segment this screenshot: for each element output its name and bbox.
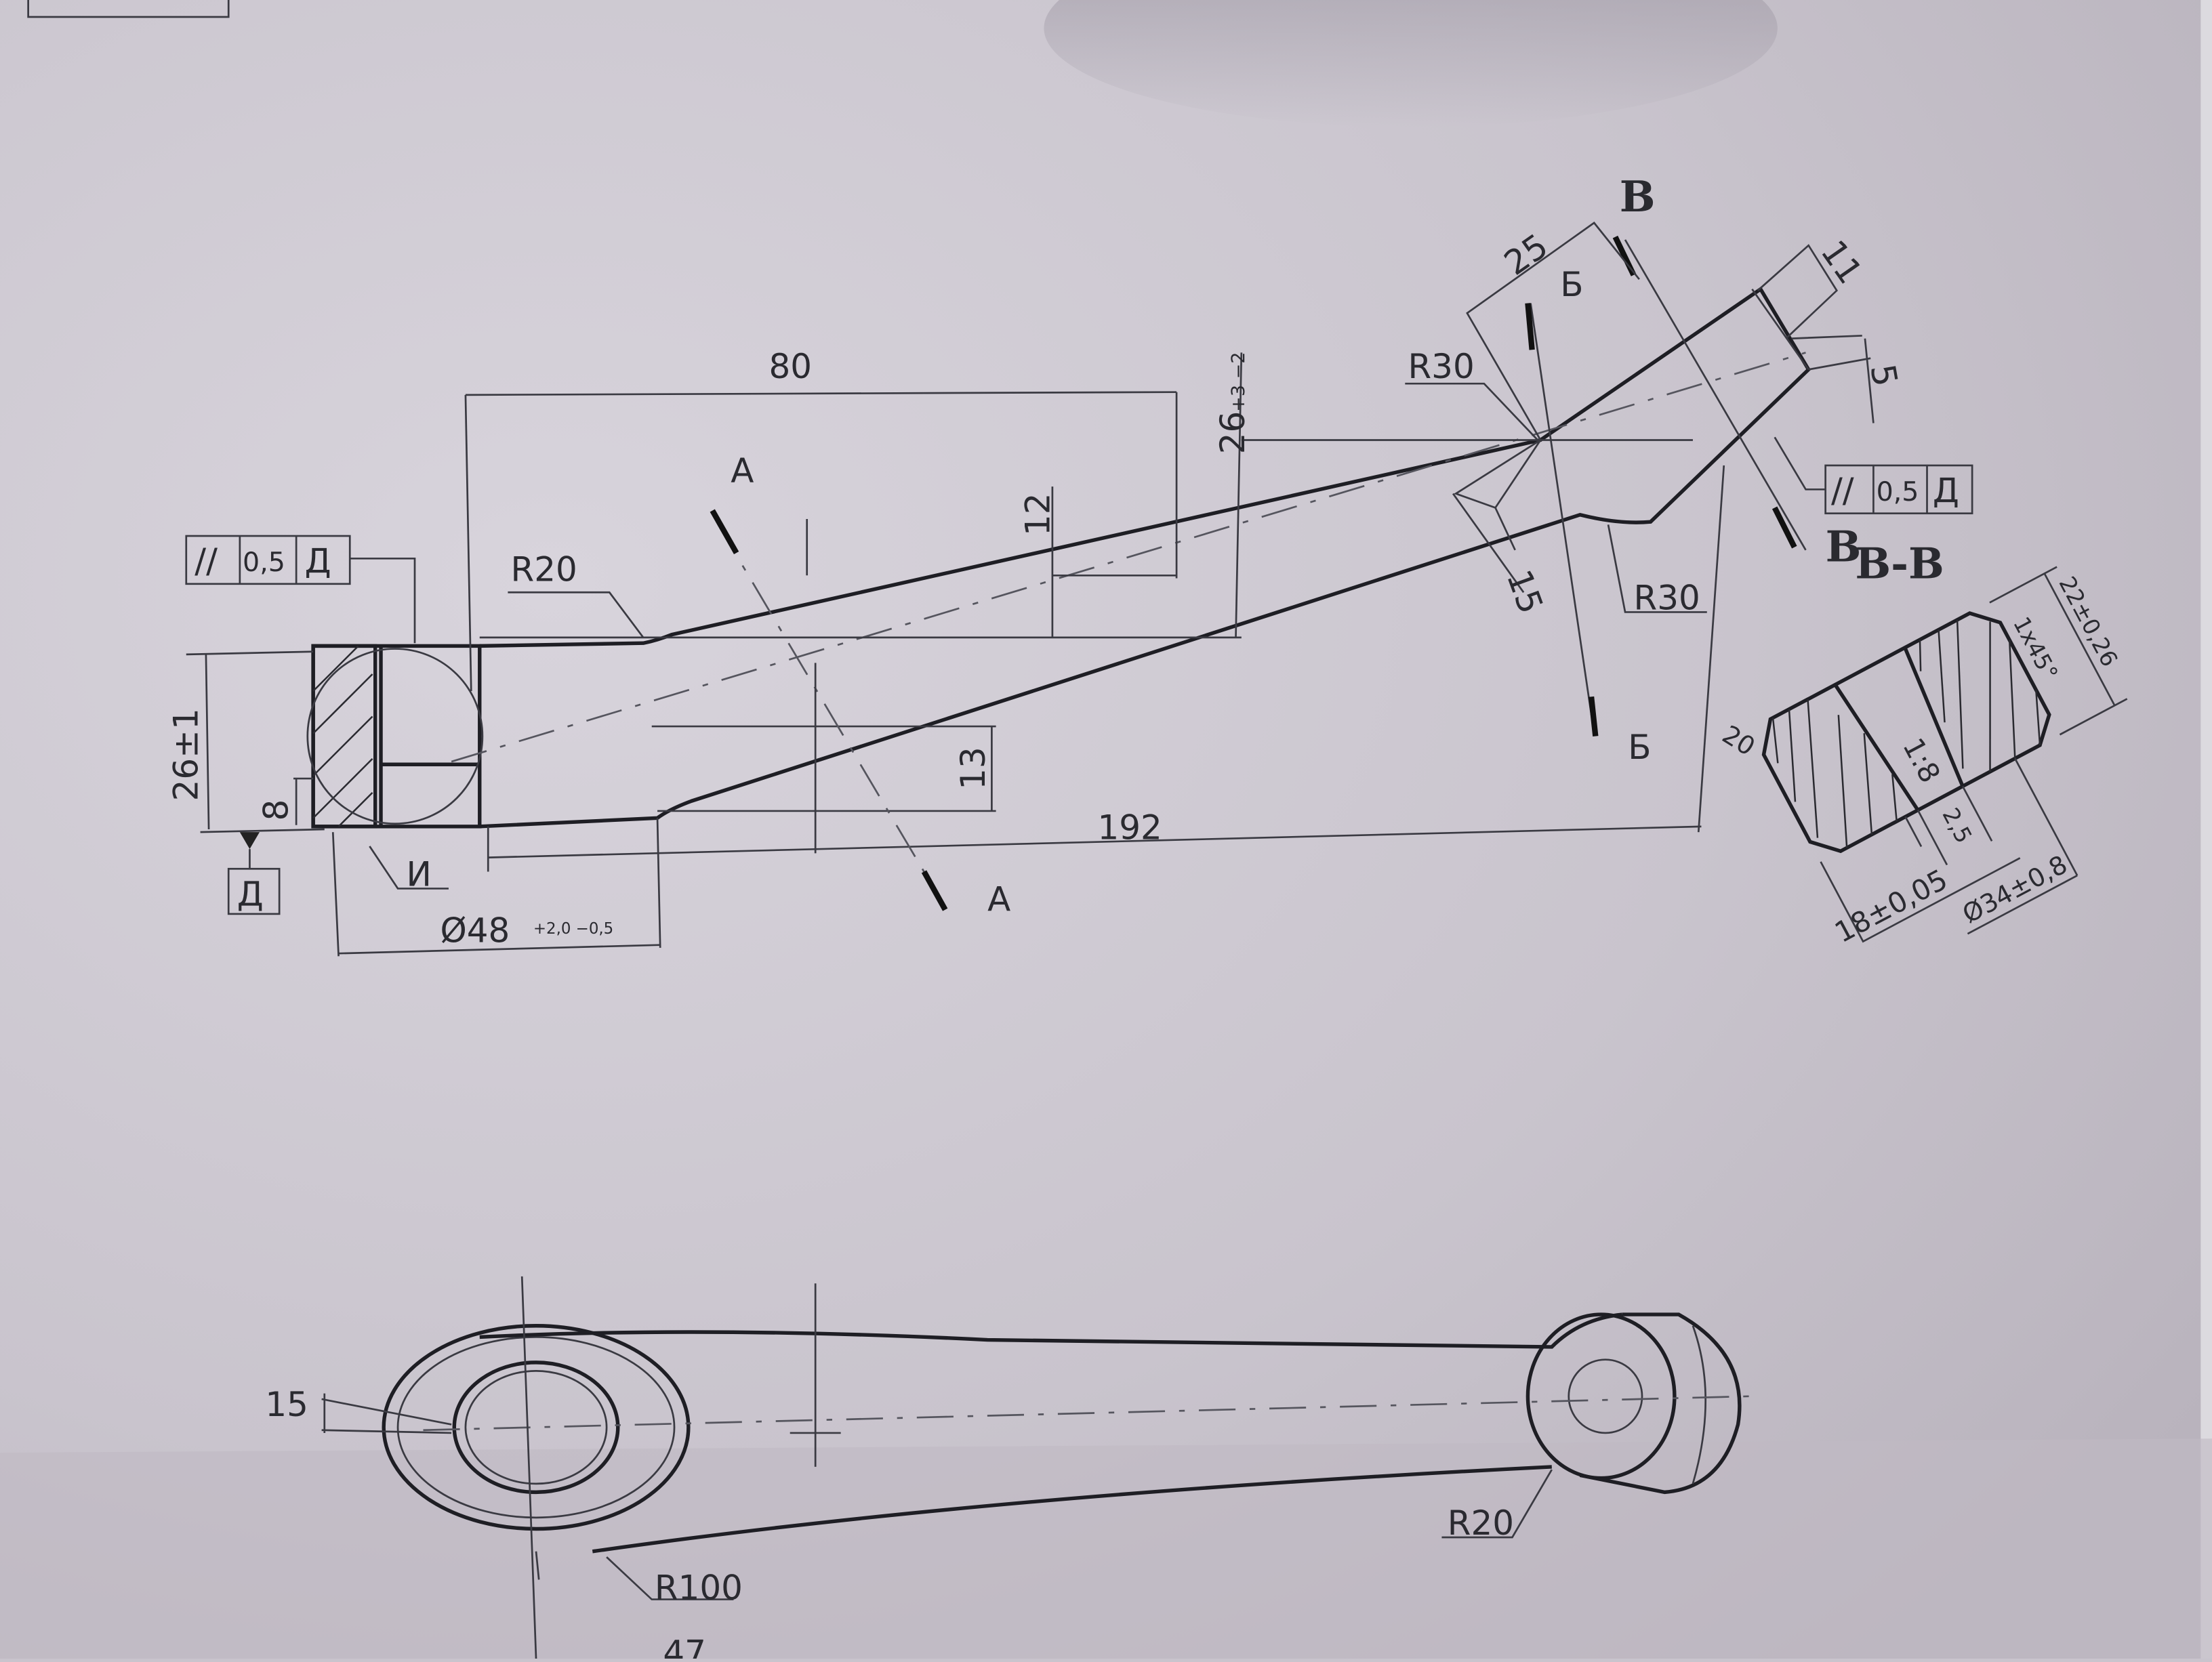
radius-r20: R20 <box>511 550 577 589</box>
main-view: 80 26 +3 −2 12 13 192 26±1 8 Ø48 +2,0 −0… <box>166 171 1973 957</box>
section-v-bottom: В <box>1826 521 1862 571</box>
svg-text://: // <box>1831 471 1854 510</box>
dim-26-pm-1: 26±1 <box>166 708 205 801</box>
dim-26: 26 <box>1213 411 1252 455</box>
tolerance-frame-right: // 0,5 Д <box>1774 436 1973 515</box>
dim-47: 47 <box>663 1633 706 1659</box>
dim-80: 80 <box>769 347 812 386</box>
shadow <box>1044 0 1778 127</box>
lever-outline <box>479 286 1811 829</box>
section-hatching <box>312 645 373 827</box>
title-block-corner <box>27 0 230 18</box>
dim-26-tolerance: +3 −2 <box>1228 352 1249 411</box>
dim-d48: Ø48 <box>440 911 510 951</box>
detail-circle-i <box>306 648 484 825</box>
dim-8: 8 <box>257 799 296 821</box>
radius-r100: R100 <box>655 1568 743 1608</box>
dim-13: 13 <box>954 747 993 790</box>
radius-r30-top: R30 <box>1408 347 1474 386</box>
detail-label-i: И <box>407 854 432 894</box>
svg-text:Д: Д <box>305 541 331 581</box>
svg-text://: // <box>194 541 218 581</box>
svg-text:0,5: 0,5 <box>1877 476 1919 507</box>
dim-d48-tolerance: +2,0 −0,5 <box>533 920 613 938</box>
plan-view: 15 R100 R20 47 <box>265 1276 1750 1662</box>
section-v-top: В <box>1620 171 1656 222</box>
section-vv-title: В-В <box>1855 538 1944 588</box>
tolerance-frame-left: // 0,5 Д <box>185 535 416 644</box>
dim-line-80 <box>465 391 1177 396</box>
section-b-top: Б <box>1560 265 1583 304</box>
svg-text:0,5: 0,5 <box>243 547 285 578</box>
section-vv-outline <box>1761 611 2051 854</box>
dim-12: 12 <box>1019 493 1058 536</box>
section-a-bottom: А <box>987 880 1010 919</box>
svg-text:Д: Д <box>237 874 264 913</box>
plan-dim-15: 15 <box>265 1385 308 1424</box>
radius-r30-bottom: R30 <box>1634 578 1700 617</box>
dim-192: 192 <box>1098 808 1162 848</box>
datum-d: Д <box>227 832 281 915</box>
dim-line-192 <box>488 825 1702 858</box>
svg-text:Д: Д <box>1933 471 1959 510</box>
plan-radius-r20: R20 <box>1448 1503 1514 1543</box>
section-b-bottom: Б <box>1628 728 1651 767</box>
section-a-top: А <box>731 451 754 491</box>
